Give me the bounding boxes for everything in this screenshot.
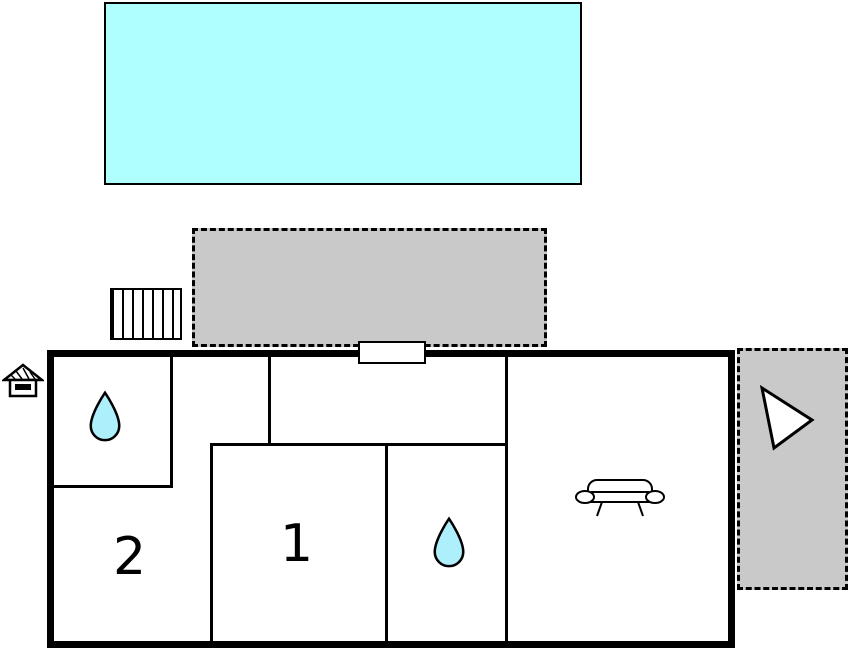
terrace-top [192,228,547,347]
terrace-right [737,348,848,590]
entrance-door [358,341,426,364]
wall-bedroom1-right [385,443,388,645]
wall-bathroom-bottom [50,485,173,488]
water-drop-icon [89,390,121,442]
bedroom-1-label: 1 [280,514,314,574]
house-icon [2,363,44,398]
wall-bedroom1-left [210,443,213,645]
wall-hall-divider [268,350,271,445]
wall-bathroom-right [170,350,173,488]
wall-livingroom-left [505,350,508,645]
compass-arrow-icon [759,384,815,451]
stairs-icon [110,288,182,340]
wall-bedrooms-top [210,443,508,446]
bedroom-2-label: 2 [113,527,147,587]
pool [104,2,582,185]
water-drop-icon [433,516,465,568]
sofa-icon [575,479,665,517]
